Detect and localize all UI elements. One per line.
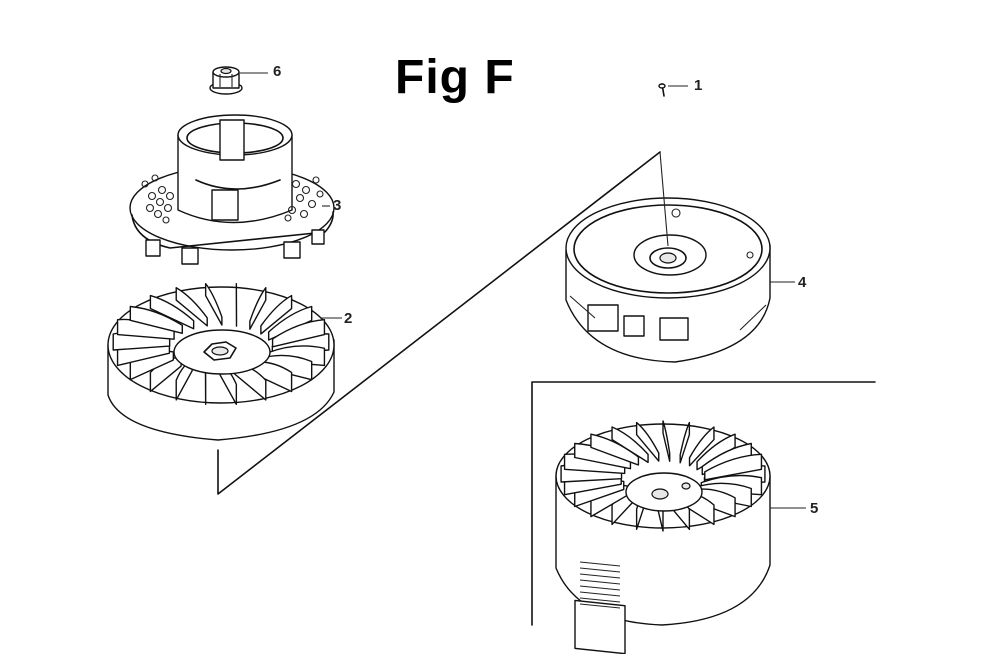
fan-blade bbox=[662, 420, 671, 462]
fan-blade bbox=[149, 294, 195, 330]
fan-blade bbox=[267, 305, 313, 341]
flange-nut-icon bbox=[209, 66, 243, 95]
fan-blade bbox=[260, 294, 293, 335]
fan-blades bbox=[112, 282, 330, 406]
figure-title: Fig F bbox=[395, 51, 515, 104]
guide-line-4 bbox=[659, 151, 669, 247]
fan-blade bbox=[611, 426, 649, 464]
fan-blade bbox=[679, 421, 691, 464]
fan-blade bbox=[204, 282, 223, 326]
inset-frame bbox=[531, 381, 876, 626]
flywheel-fan-icon bbox=[107, 282, 335, 441]
fan-blade bbox=[704, 453, 763, 481]
fan-blade bbox=[696, 433, 736, 471]
label-plate bbox=[574, 561, 626, 654]
callout-2: 2 bbox=[344, 310, 353, 327]
fan-blade bbox=[249, 287, 267, 330]
callout-1: 1 bbox=[694, 77, 703, 94]
callout-5: 5 bbox=[810, 500, 819, 517]
flywheel-assembly-icon bbox=[565, 197, 771, 363]
fan-blade bbox=[175, 287, 208, 327]
callout-6: 6 bbox=[273, 63, 282, 80]
callout-4: 4 bbox=[798, 274, 807, 291]
flywheel-icon bbox=[555, 420, 771, 654]
fan-blade bbox=[635, 421, 660, 462]
assembly-bracket bbox=[217, 151, 661, 495]
fan-blade bbox=[271, 318, 326, 348]
screw-icon bbox=[658, 83, 666, 97]
fan-blade bbox=[129, 305, 183, 335]
callout-3: 3 bbox=[333, 197, 342, 214]
fan-blade bbox=[688, 426, 715, 467]
starter-pulley-cup-icon bbox=[129, 114, 335, 265]
perforation-holes bbox=[141, 174, 324, 224]
